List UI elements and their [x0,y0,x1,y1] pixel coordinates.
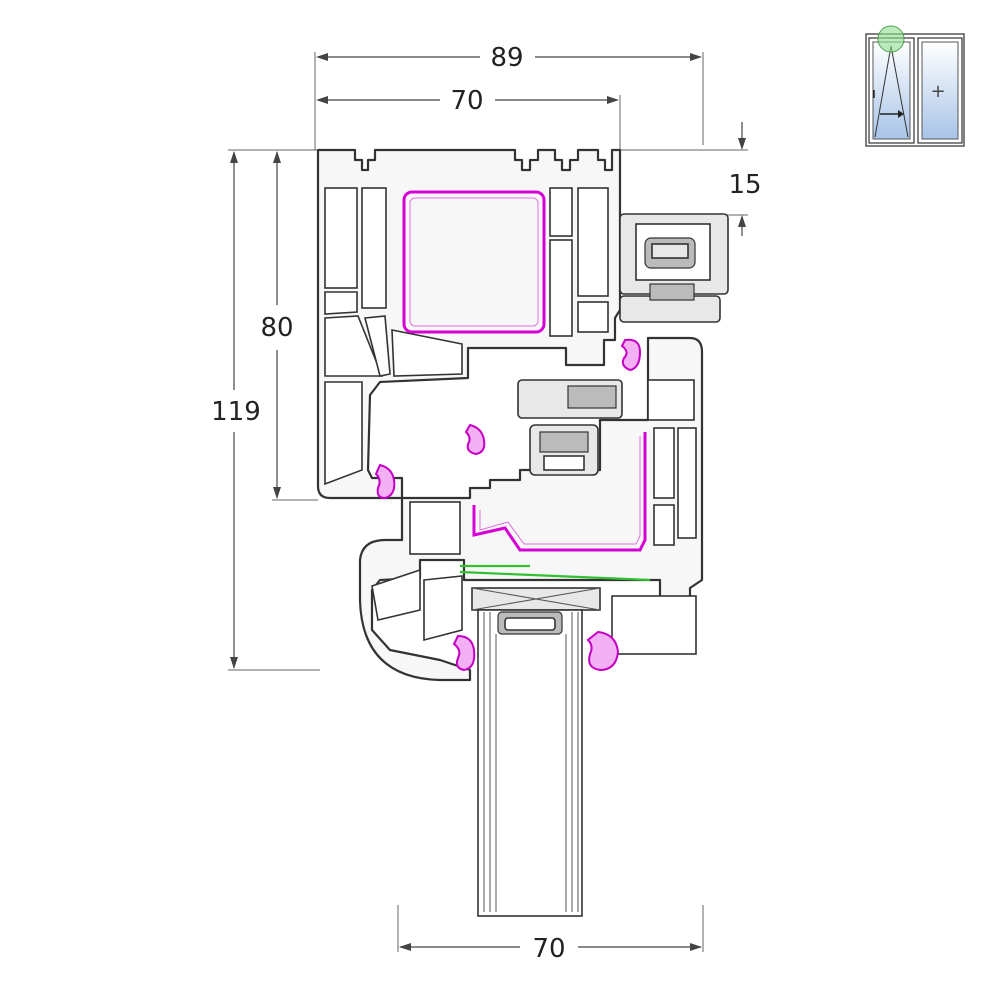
dimension-70-top-label: 70 [450,86,483,116]
dimension-119-label: 119 [211,397,261,427]
sash-chamber [423,575,463,642]
dimension-70-bottom-label: 70 [532,934,565,964]
sash-steel-reinforcement [472,432,647,552]
dimension-70-bottom: 70 [397,905,704,964]
frame-seal [464,423,486,456]
legend-handle-symbol: + [930,81,945,102]
dimension-89-label: 89 [490,43,523,73]
frame-chamber [363,315,391,377]
frame-chamber [577,187,609,297]
locking-hardware [517,379,623,476]
sash-chamber [677,427,697,539]
frame-chamber [324,187,358,289]
frame-chamber [324,381,363,486]
frame-chamber [577,301,609,333]
frame-seal [620,338,642,372]
frame-chamber [549,187,573,237]
dimension-119: 119 [211,149,320,671]
frame-profile [316,148,642,500]
sash-chamber [611,595,697,655]
frame-chamber [361,187,387,309]
sash-chamber [647,379,695,421]
window-type-legend: + [865,25,965,147]
dimension-80: 80 [260,149,318,501]
frame-chamber [549,239,573,337]
glass-pane [477,609,583,917]
sash-chamber [653,427,675,499]
dimension-70-top: 70 [316,86,621,150]
highlight-marker-icon [877,25,905,53]
hinge-hardware [619,213,729,323]
sash-chamber [653,504,675,546]
dimension-15-label: 15 [728,170,761,200]
dimension-89: 89 [314,43,704,150]
sash-seal [452,634,476,672]
sash-seal [586,630,620,672]
sash-profile [358,336,704,682]
glass-unit [471,587,601,917]
frame-chamber [391,329,463,377]
dimension-80-label: 80 [260,313,293,343]
dimension-15: 15 [620,122,762,236]
frame-chamber [324,291,358,315]
frame-seal [374,463,396,500]
sash-chamber [409,501,461,555]
frame-steel-reinforcement [402,190,546,334]
sash-chamber [371,568,421,621]
glazing-strip [459,570,651,582]
